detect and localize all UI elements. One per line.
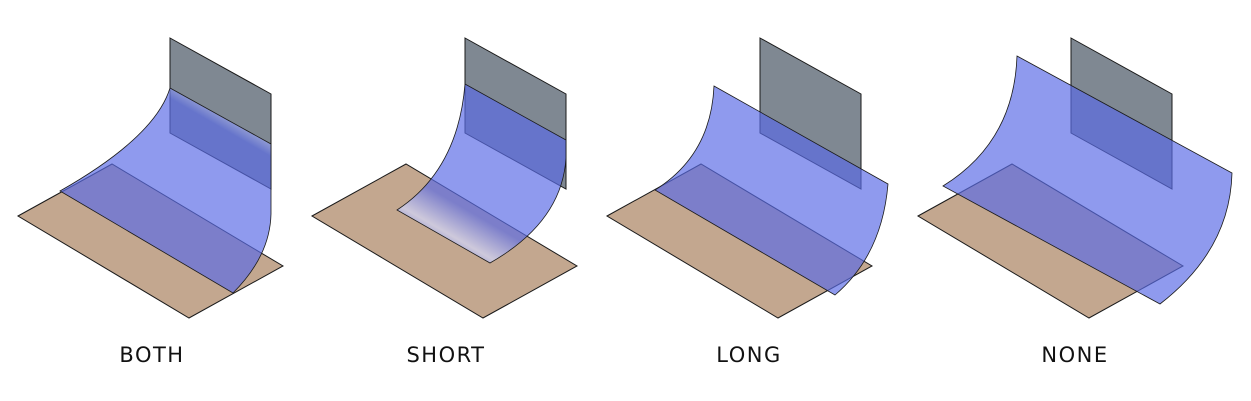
panel-long <box>605 37 889 319</box>
panel-short <box>310 37 579 319</box>
blue-sheet <box>654 85 889 296</box>
panel-both <box>16 37 285 319</box>
panel-label-long: LONG <box>716 343 782 367</box>
blue-sheet <box>942 55 1233 305</box>
panel-label-none: NONE <box>1041 343 1109 367</box>
floor-plate <box>310 163 579 319</box>
panel-label-short: SHORT <box>406 343 486 367</box>
blue-sheet <box>396 83 567 264</box>
panel-none <box>916 37 1233 319</box>
panel-label-both: BOTH <box>119 343 185 367</box>
blue-sheet <box>59 87 272 294</box>
